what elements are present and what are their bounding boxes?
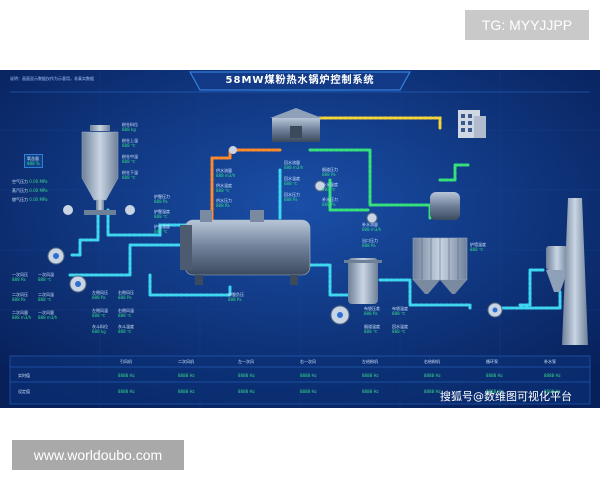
tag-makeup-pressure: 补水压力 888 Pa bbox=[322, 197, 338, 207]
watermark-top: TG: MYYJJPP bbox=[465, 10, 589, 40]
tag-powder-down: 粉仓下温 888 ℃ bbox=[122, 170, 138, 180]
table-cell: 8888 Hz bbox=[178, 389, 195, 394]
bag-filter bbox=[412, 237, 468, 294]
boiler-body bbox=[180, 210, 311, 285]
tag-oxygen: 氧含量 888 % bbox=[24, 154, 43, 168]
tag-fan1-pressure: 一次风压 888 Pa bbox=[12, 272, 28, 282]
tag-supply-temp: 供水温度 888 ℃ bbox=[216, 183, 232, 193]
tag-fan2-temp: 二次风温 888 ℃ bbox=[38, 292, 54, 302]
tag-exit-pressure: 出口压力 888 Pa bbox=[362, 238, 378, 248]
tag-ash-temp: 灰斗温度 888 ℃ bbox=[118, 324, 134, 334]
tag-return-temp: 回水温度 888 ℃ bbox=[284, 176, 300, 186]
table-cell: 8888 Hz bbox=[424, 389, 441, 394]
table-cell: 8888 Hz bbox=[238, 389, 255, 394]
tag-furnace-temp: 炉膛温度 888 ℃ bbox=[154, 209, 170, 219]
table-cell: 8888 Hz bbox=[544, 389, 561, 394]
powder-silo bbox=[81, 125, 119, 215]
table-cell: 8888 Hz bbox=[118, 389, 135, 394]
tag-steam-pressure: 蒸汽压力 0.00 MPa bbox=[12, 188, 48, 193]
table-cell: 8888 Hz bbox=[238, 373, 255, 378]
table-cell: 8888 Hz bbox=[362, 373, 379, 378]
page-title: 58MW煤粉热水锅炉控制系统 bbox=[225, 75, 375, 86]
table-header: 引风机 bbox=[120, 359, 132, 364]
title-banner bbox=[189, 71, 411, 91]
tag-gas-pressure: 燃气压力 0.00 MPa bbox=[12, 197, 48, 202]
pipe-return bbox=[308, 148, 402, 207]
table-header: 左给粉机 bbox=[362, 359, 378, 364]
tag-furnace-temp2: 炉内温度 888 ℃ bbox=[154, 224, 170, 234]
sohu-watermark: 搜狐号@数维图可视化平台 bbox=[440, 390, 572, 403]
tag-furnace-wall: 炉膛负压 888 Pa bbox=[228, 292, 244, 302]
table-cell: 8888 Hz bbox=[362, 389, 379, 394]
fan-icons bbox=[47, 146, 503, 325]
cyclone bbox=[546, 246, 568, 292]
data-table-frame bbox=[9, 355, 591, 405]
tag-furnace-pressure: 炉膛压力 888 Pa bbox=[154, 194, 170, 204]
row-label-setpoint: 设定值 bbox=[18, 389, 30, 394]
pipe-supply-hot bbox=[210, 148, 282, 160]
table-cell: 8888 Hz bbox=[118, 373, 135, 378]
table-cell: 8888 Hz bbox=[424, 373, 441, 378]
tag-flue-temp: 烟道温度 888 ℃ bbox=[364, 324, 380, 334]
tag-fan1-temp: 一次风温 888 ℃ bbox=[38, 272, 54, 282]
table-cell: 8888 Hz bbox=[486, 389, 503, 394]
pipe-feed bbox=[78, 208, 100, 257]
tag-supply-pressure: 供水压力 888 Pa bbox=[216, 198, 232, 208]
tag-return-temp-2: 回水温度 888 ℃ bbox=[392, 324, 408, 334]
table-cell: 8888 Hz bbox=[300, 389, 317, 394]
table-cell: 8888 Hz bbox=[300, 373, 317, 378]
table-cell: 8888 Hz bbox=[544, 373, 561, 378]
tag-return-flow: 回水流量 888 m3/h bbox=[284, 160, 304, 170]
tag-silo-level: 粉仓料位 888 kg bbox=[122, 122, 138, 132]
tag-supply-flow: 供水流量 888 m3/h bbox=[216, 168, 236, 178]
tag-powder-up: 粉仓上温 888 ℃ bbox=[122, 138, 138, 148]
table-header: 右给粉机 bbox=[424, 359, 440, 364]
tag-return-pressure: 回水压力 888 Pa bbox=[284, 192, 300, 202]
scada-diagram bbox=[0, 70, 600, 408]
building bbox=[458, 110, 486, 138]
table-header: 右一次风 bbox=[300, 359, 316, 364]
tag-makeup-temp: 补水温度 888 ℃ bbox=[322, 182, 338, 192]
scada-screen: 58MW煤粉热水锅炉控制系统 说明：画面显示数据仅作为示意用，非真实数据 粉仓料… bbox=[0, 70, 600, 408]
tag-fan1-flow: 一次风量 888 m3/h bbox=[38, 310, 58, 320]
table-header: 循环泵 bbox=[486, 359, 498, 364]
tag-air-pressure: 空气压力 0.00 MPa bbox=[12, 179, 48, 184]
tag-fan2-flow: 二次风量 888 m3/h bbox=[12, 310, 32, 320]
table-cell: 8888 Hz bbox=[486, 373, 503, 378]
tag-ash-level: 灰斗料位 888 kg bbox=[92, 324, 108, 334]
tag-bag-temp: 布袋温度 888 ℃ bbox=[392, 306, 408, 316]
tag-makeup-flow: 补水流量 888 m3/h bbox=[362, 222, 382, 232]
pipe-air bbox=[68, 243, 187, 277]
tag-powder-mid: 粉仓中温 888 ℃ bbox=[122, 154, 138, 164]
tag-guide-temp: 炉墙温度 888 ℃ bbox=[470, 242, 486, 252]
table-header: 补水泵 bbox=[544, 359, 556, 364]
tag-flue-pressure: 烟道压力 888 Pa bbox=[322, 167, 338, 177]
tag-left-air-temp: 左侧风温 888 ℃ bbox=[92, 308, 108, 318]
expansion-tank bbox=[270, 108, 322, 142]
frequency-table: 引风机 二次风机 左一次风 右一次风 左给粉机 右给粉机 循环泵 补水泵 实时值… bbox=[10, 356, 590, 404]
ash-tank bbox=[344, 258, 382, 304]
pipe-flue bbox=[308, 263, 352, 297]
chimney bbox=[562, 198, 588, 345]
tag-left-air-pressure: 左侧风压 888 Pa bbox=[92, 290, 108, 300]
table-header: 左一次风 bbox=[238, 359, 254, 364]
table-cell: 8888 Hz bbox=[178, 373, 195, 378]
tag-right-air-temp: 右侧风温 888 ℃ bbox=[118, 308, 134, 318]
disclaimer-note: 说明：画面显示数据仅作为示意用，非真实数据 bbox=[10, 76, 94, 81]
tag-right-air-pressure: 右侧风压 888 Pa bbox=[118, 290, 134, 300]
watermark-bottom: www.worldoubo.com bbox=[12, 440, 184, 470]
row-label-realtime: 实时值 bbox=[18, 373, 30, 378]
table-header: 二次风机 bbox=[178, 359, 194, 364]
deaerator bbox=[430, 192, 460, 220]
tag-fan2-pressure: 二次风压 888 Pa bbox=[12, 292, 28, 302]
tag-bag-pressure: 布袋压差 888 Pa bbox=[364, 306, 380, 316]
